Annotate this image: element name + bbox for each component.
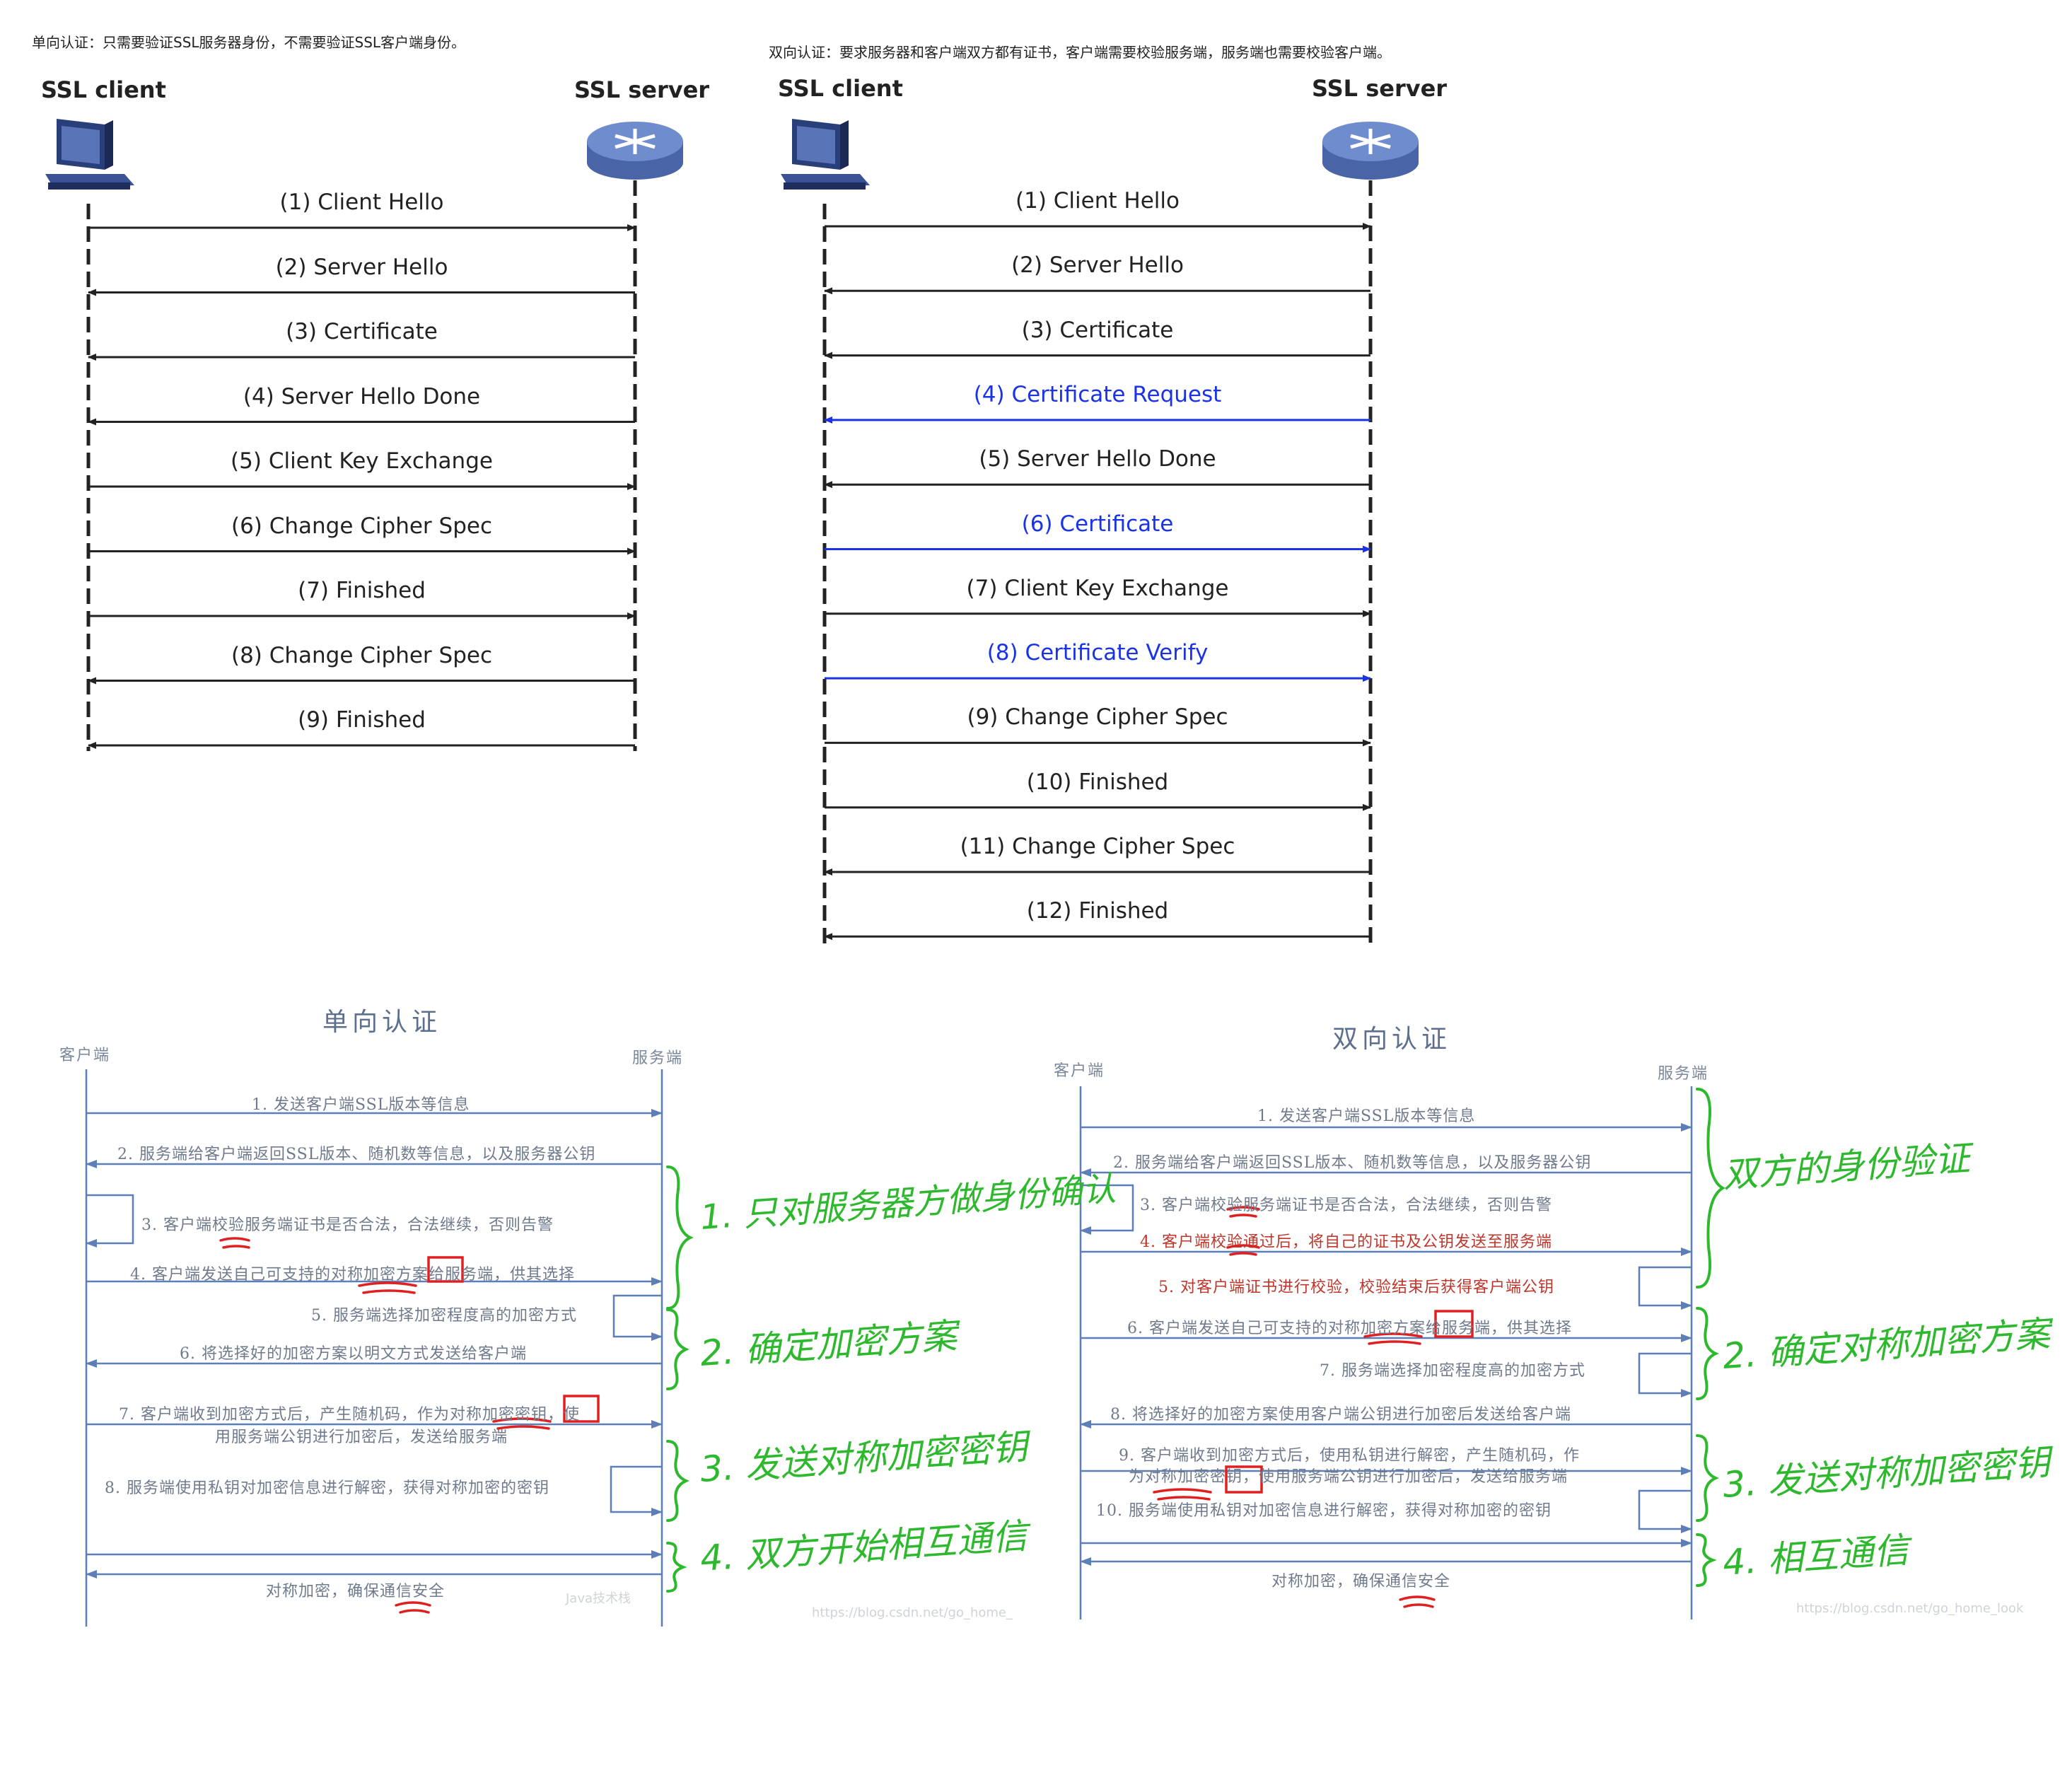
two-way-green-braces	[1696, 1088, 1725, 1587]
two-way-step-2: 2. 服务端给客户端返回SSL版本、随机数等信息，以及服务器公钥	[1113, 1154, 1592, 1172]
server-router-icon	[1322, 122, 1419, 180]
two-way-red-marks	[1153, 1206, 1474, 1608]
two-way-step-9b: 为对称加密密钥，使用服务端公钥进行加密后，发送给服务端	[1129, 1468, 1568, 1486]
one-way-step-4: 4. 客户端发送自己可支持的对称加密方案给服务端，供其选择	[130, 1266, 575, 1284]
one-way-flow-chart	[85, 1069, 663, 1627]
two-way-message-label-11: (11) Change Cipher Spec	[960, 834, 1235, 859]
one-way-message-label-6: (6) Change Cipher Spec	[231, 513, 493, 539]
two-way-message-label-4: (4) Certificate Request	[973, 381, 1222, 407]
one-way-message-label-4: (4) Server Hello Done	[243, 383, 481, 409]
one-way-step-1: 1. 发送客户端SSL版本等信息	[252, 1096, 470, 1114]
two-way-step-3: 3. 客户端校验服务端证书是否合法，合法继续，否则告警	[1140, 1197, 1552, 1214]
two-way-arrow-5-selfloop	[1638, 1266, 1692, 1310]
two-way-step-9a: 9. 客户端收到加密方式后，使用私钥进行解密，产生随机码，作	[1119, 1447, 1580, 1465]
one-way-message-label-7: (7) Finished	[298, 578, 426, 603]
two-way-arrow-10-selfloop	[1638, 1489, 1692, 1533]
two-way-caption: 双向认证：要求服务器和客户端双方都有证书，客户端需要校验服务端，服务端也需要校验…	[769, 44, 1391, 61]
two-way-server-party: 服务端	[1658, 1065, 1709, 1083]
one-way-client-label: SSL client	[41, 76, 166, 103]
one-way-server-label: SSL server	[574, 76, 710, 103]
two-way-step-11: 对称加密，确保通信安全	[1271, 1573, 1451, 1590]
one-way-message-label-1: (1) Client Hello	[279, 190, 444, 215]
two-way-arrow-3-selfloop	[1080, 1184, 1134, 1235]
two-way-message-label-6: (6) Certificate	[1021, 511, 1174, 537]
two-way-message-label-5: (5) Server Hello Done	[979, 446, 1216, 472]
two-way-message-label-8: (8) Certificate Verify	[986, 640, 1209, 666]
two-way-message-label-10: (10) Finished	[1026, 769, 1169, 795]
one-way-client-party: 客户端	[59, 1047, 111, 1064]
two-way-step-7: 7. 服务端选择加密程度高的加密方式	[1320, 1362, 1585, 1380]
two-way-message-label-2: (2) Server Hello	[1011, 252, 1184, 279]
client-computer-icon	[45, 119, 134, 190]
two-way-message-label-9: (9) Change Cipher Spec	[967, 704, 1228, 731]
one-way-caption: 单向认证：只需要验证SSL服务器身份，不需要验证SSL客户端身份。	[32, 34, 466, 51]
one-way-green-braces	[666, 1165, 694, 1593]
two-way-step-8: 8. 将选择好的加密方案使用客户端公钥进行加密后发送给客户端	[1110, 1406, 1571, 1424]
one-way-arrow-3-selfloop	[86, 1194, 134, 1248]
top-message-arrows	[88, 223, 1371, 941]
one-way-arrow-8-selfloop	[610, 1465, 663, 1516]
two-way-message-label-3: (3) Certificate	[1021, 317, 1174, 343]
one-way-step-7a: 7. 客户端收到加密方式后，产生随机码，作为对称加密密钥，使	[119, 1406, 580, 1424]
one-way-step-2: 2. 服务端给客户端返回SSL版本、随机数等信息，以及服务器公钥	[117, 1146, 596, 1163]
one-way-step-8: 8. 服务端使用私钥对加密信息进行解密，获得对称加密的密钥	[105, 1479, 549, 1497]
two-way-client-party: 客户端	[1054, 1062, 1105, 1080]
one-way-message-label-2: (2) Server Hello	[275, 254, 448, 280]
one-way-server-party: 服务端	[632, 1049, 684, 1067]
one-way-step-6: 6. 将选择好的加密方案以明文方式发送给客户端	[180, 1345, 527, 1363]
two-way-chart-title: 双向认证	[1332, 1025, 1452, 1054]
one-way-arrow-5-selfloop	[612, 1294, 663, 1341]
two-way-step-1: 1. 发送客户端SSL版本等信息	[1257, 1107, 1476, 1125]
one-way-message-label-5: (5) Client Key Exchange	[231, 448, 493, 474]
server-router-icon	[587, 122, 683, 180]
one-way-message-label-3: (3) Certificate	[286, 319, 438, 344]
two-way-client-label: SSL client	[778, 75, 903, 102]
one-way-step-9: 对称加密，确保通信安全	[266, 1583, 446, 1600]
one-way-step-5: 5. 服务端选择加密程度高的加密方式	[311, 1307, 577, 1325]
one-way-message-label-8: (8) Change Cipher Spec	[231, 642, 493, 668]
two-way-flow-chart	[1079, 1086, 1693, 1619]
two-way-message-label-12: (12) Finished	[1026, 898, 1169, 924]
one-way-chart-title: 单向认证	[322, 1008, 442, 1037]
two-way-step-5: 5. 对客户端证书进行校验，校验结束后获得客户端公钥	[1158, 1279, 1554, 1296]
two-way-message-label-1: (1) Client Hello	[1015, 188, 1180, 214]
two-way-server-label: SSL server	[1312, 75, 1448, 102]
one-way-red-marks	[219, 1237, 600, 1614]
one-way-step-3: 3. 客户端校验服务端证书是否合法，合法继续，否则告警	[141, 1216, 554, 1234]
client-computer-icon	[781, 119, 870, 190]
two-way-message-label-7: (7) Client Key Exchange	[966, 575, 1229, 601]
one-way-step-7b: 用服务端公钥进行加密后，发送给服务端	[215, 1429, 508, 1446]
two-way-step-6: 6. 客户端发送自己可支持的对称加密方案给服务端，供其选择	[1127, 1320, 1572, 1337]
two-way-watermark-url: https://blog.csdn.net/go_home_look	[1796, 1601, 2024, 1616]
one-way-watermark-url: https://blog.csdn.net/go_home_	[812, 1605, 1013, 1620]
one-way-message-label-9: (9) Finished	[298, 707, 426, 733]
two-way-arrow-7-selfloop	[1638, 1352, 1692, 1397]
one-way-watermark-logo: Java技术栈	[566, 1591, 632, 1606]
two-way-step-10: 10. 服务端使用私钥对加密信息进行解密，获得对称加密的密钥	[1096, 1502, 1552, 1520]
two-way-step-4: 4. 客户端校验通过后，将自己的证书及公钥发送至服务端	[1140, 1233, 1552, 1251]
